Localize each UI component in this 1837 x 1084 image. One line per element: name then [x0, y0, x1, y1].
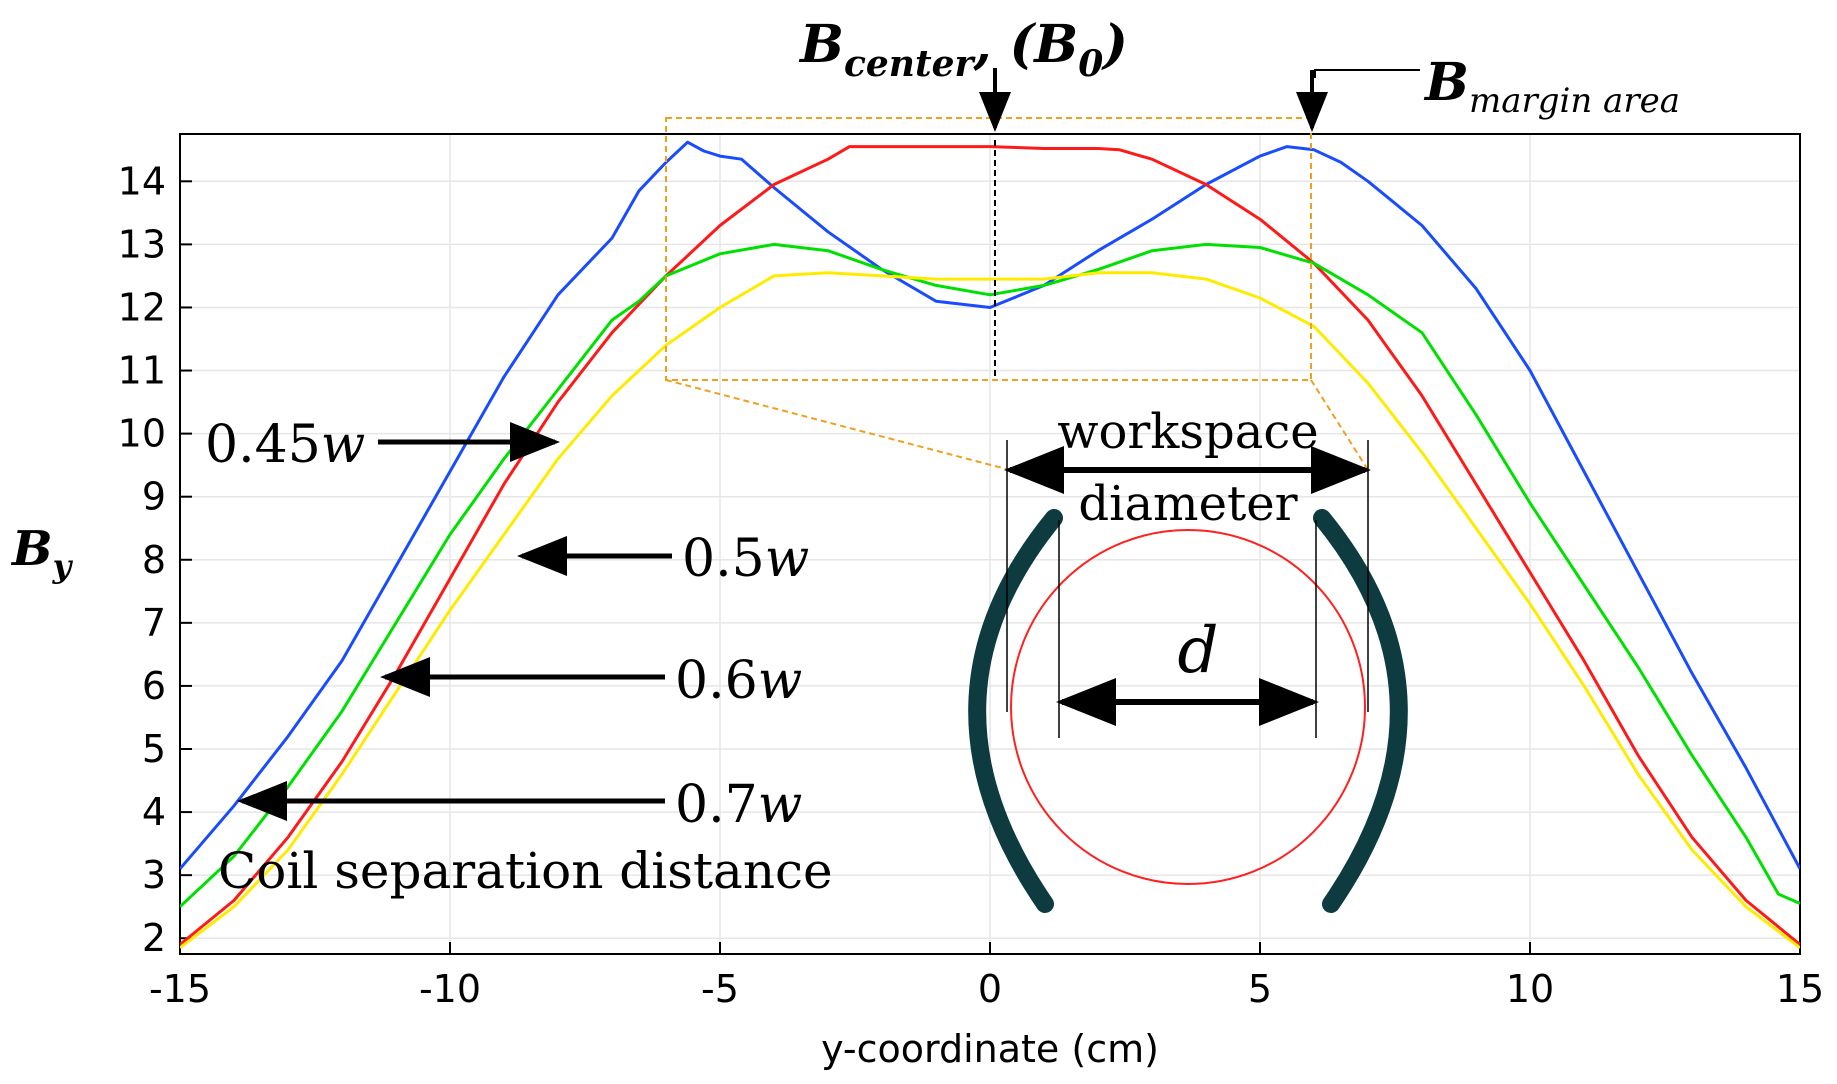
- x-tick-label: -15: [149, 967, 211, 1011]
- coil-separation-label: Coil separation distance: [218, 842, 833, 900]
- y-tick-label: 10: [118, 412, 166, 456]
- b-margin-leader: [1314, 69, 1420, 78]
- b-margin-label: Bmargin area: [1423, 52, 1680, 121]
- zoom-box: [665, 117, 1312, 381]
- x-tick-label: 10: [1506, 967, 1554, 1011]
- b-center-label: Bcenter, (B0): [798, 14, 1128, 85]
- b-center-close: ): [1101, 14, 1128, 75]
- label-06w: 0.6w: [675, 651, 802, 711]
- zoom-connector-right: [1310, 379, 1369, 471]
- b-center-main: B: [798, 14, 844, 75]
- y-axis-title-sub: y: [52, 547, 74, 585]
- series-layer: [180, 140, 1800, 949]
- y-tick-label: 9: [142, 475, 166, 519]
- y-tick-label: 5: [142, 727, 166, 771]
- label-07w: 0.7w: [675, 775, 802, 835]
- workspace-label-1: workspace: [1057, 404, 1318, 460]
- y-axis-title: By: [10, 521, 74, 585]
- y-axis-title-main: B: [10, 521, 53, 577]
- series-line-07w: [180, 271, 1800, 949]
- coil-left: [968, 509, 1063, 913]
- y-tick-label: 12: [118, 285, 166, 329]
- label-05w: 0.5w: [682, 529, 809, 589]
- y-tick-label: 11: [118, 349, 166, 393]
- y-tick-label: 6: [142, 664, 166, 708]
- x-tick-label: 5: [1248, 967, 1272, 1011]
- series-line-06w: [180, 242, 1800, 908]
- label-045w: 0.45w: [205, 415, 365, 475]
- x-tick-label: 15: [1776, 967, 1824, 1011]
- series-line-05w: [180, 145, 1800, 946]
- y-tick-label: 2: [142, 916, 166, 960]
- b-margin-sub: margin area: [1469, 81, 1680, 121]
- x-tick-label: -10: [419, 967, 481, 1011]
- workspace-label-2: diameter: [1078, 476, 1297, 532]
- y-tick-label: 8: [142, 538, 166, 582]
- b-margin-main: B: [1423, 52, 1469, 113]
- d-label: d: [1178, 614, 1219, 688]
- b-center-sub0: 0: [1078, 43, 1103, 85]
- zoom-connector-left: [665, 379, 1011, 471]
- b-center-after: , (B: [972, 14, 1078, 75]
- y-tick-label: 14: [118, 159, 166, 203]
- y-tick-label: 3: [142, 853, 166, 897]
- series-line-045w: [180, 140, 1800, 870]
- y-tick-label: 7: [142, 601, 166, 645]
- workspace-circle: [1010, 529, 1366, 885]
- x-tick-label: -5: [701, 967, 739, 1011]
- x-axis-title: y-coordinate (cm): [821, 1027, 1159, 1071]
- b-center-sub: center: [844, 43, 977, 85]
- y-tick-label: 4: [142, 790, 166, 834]
- x-tick-label: 0: [978, 967, 1002, 1011]
- axis-ticks: -15 -10 -5 0 5 10 15 2 3 4 5 6 7 8 9 10 11 12 13 14: [118, 159, 1825, 1011]
- workspace-inset: workspace diameter d: [968, 404, 1408, 913]
- y-tick-label: 13: [118, 222, 166, 266]
- coil-right: [1313, 509, 1408, 913]
